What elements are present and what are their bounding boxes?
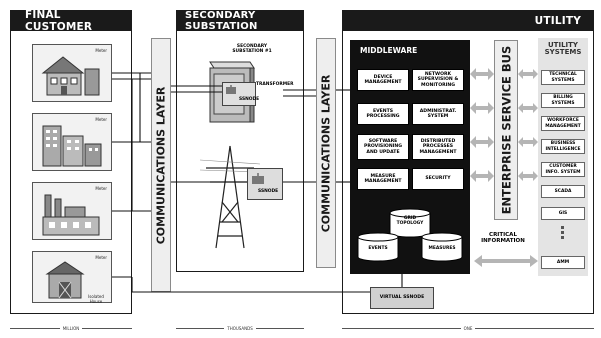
device-management-box: DEVICE MANAGEMENT (357, 69, 409, 91)
power-pylon-icon (200, 145, 260, 249)
middleware-bus-arrows (470, 68, 494, 182)
customer-panel-house: Meter (32, 44, 112, 102)
bottom-label-thousands: THOUSANDS (176, 326, 304, 331)
grid-topology-label: GRID TOPOLOGY (396, 216, 424, 226)
network-supervision-box: NETWORK SUPERVISION & MONITORING (412, 69, 464, 91)
security-box: SECURITY (412, 168, 464, 190)
events-processing-box: EVENTS PROCESSING (357, 103, 409, 125)
final-customer-header: FINAL CUSTOMER (11, 9, 131, 33)
critical-information-arrow (474, 255, 538, 267)
one-label: ONE (463, 326, 473, 331)
million-label: MILLION (62, 326, 80, 331)
enterprise-service-bus: ENTERPRISE SERVICE BUS (494, 40, 518, 220)
substation-label: SECONDARY SUBSTATION #1 (232, 44, 272, 55)
bus-systems-arrows (518, 69, 538, 181)
ssnode-device-icon (226, 85, 236, 94)
amm-box: AMM (541, 256, 585, 269)
thousands-label: THOUSANDS (227, 326, 253, 331)
billing-systems-box: BILLING SYSTEMS (541, 93, 585, 108)
customer-info-system-box: CUSTOMER INFO. SYSTEM (541, 162, 585, 177)
meter-label: Meter (95, 117, 107, 122)
transformer-label: TRANSFORMER (256, 82, 294, 87)
meter-label: Meter (95, 255, 107, 260)
middleware-title: MIDDLEWARE (360, 46, 418, 55)
measures-database-icon (421, 232, 463, 262)
critical-information-label: CRITICAL INFORMATION (481, 232, 525, 245)
measure-management-box: MEASURE MANAGEMENT (357, 168, 409, 190)
workforce-management-box: WORKFORCE MANAGEMENT (541, 116, 585, 131)
scada-box: SCADA (541, 185, 585, 198)
utility-header: UTILITY (343, 11, 593, 31)
meter-label: Meter (95, 186, 107, 191)
virtual-ssnode-box: VIRTUAL SSNODE (370, 287, 434, 309)
administrative-system-box: ADMINISTRAT. SYSTEM (412, 103, 464, 125)
events-database-icon (357, 232, 399, 262)
more-systems-dots (561, 226, 565, 239)
final-customer-title: FINAL CUSTOMER (25, 9, 93, 33)
distributed-processes-box: DISTRIBUTED PROCESSES MANAGEMENT (412, 134, 464, 160)
measures-label: MEASURES (428, 246, 456, 251)
secondary-substation-header: SECONDARY SUBSTATION (177, 10, 303, 32)
isolated-house-label: Isolated House (88, 294, 104, 304)
ssnode-box-2: SSNODE (247, 168, 283, 200)
ssnode-device-icon (252, 173, 264, 184)
ssnode-box-1: SSNODE (222, 82, 260, 106)
events-label: EVENTS (368, 246, 388, 251)
customer-panel-factory: Meter (32, 182, 112, 240)
utility-systems-title: UTILITY SYSTEMS (544, 41, 582, 57)
gis-box: GIS (541, 207, 585, 220)
software-provisioning-box: SOFTWARE PROVISIONING AND UPDATE (357, 134, 409, 160)
office-buildings-icon (42, 125, 102, 167)
secondary-substation-column: SECONDARY SUBSTATION (176, 10, 304, 272)
ssnode-label: SSNODE (239, 97, 260, 102)
bottom-label-million: MILLION (10, 326, 133, 331)
meter-label: Meter (95, 48, 107, 53)
customer-panel-farm: Meter Isolated House (32, 251, 112, 304)
factory-icon (42, 194, 100, 236)
barn-icon (45, 261, 85, 299)
ssnode-label: SSNODE (258, 189, 279, 194)
business-intelligence-box: BUSINESS INTELLIGENCE (541, 139, 585, 154)
secondary-substation-title: SECONDARY SUBSTATION (185, 10, 258, 32)
bottom-label-one: ONE (342, 326, 595, 331)
house-icon (41, 56, 100, 96)
customer-panel-buildings: Meter (32, 113, 112, 171)
communications-layer-right: COMMUNICATIONS LAYER (316, 38, 336, 268)
technical-systems-box: TECHNICAL SYSTEMS (541, 70, 585, 85)
utility-title: UTILITY (534, 15, 581, 27)
virtual-ssnode-label: VIRTUAL SSNODE (379, 295, 425, 301)
